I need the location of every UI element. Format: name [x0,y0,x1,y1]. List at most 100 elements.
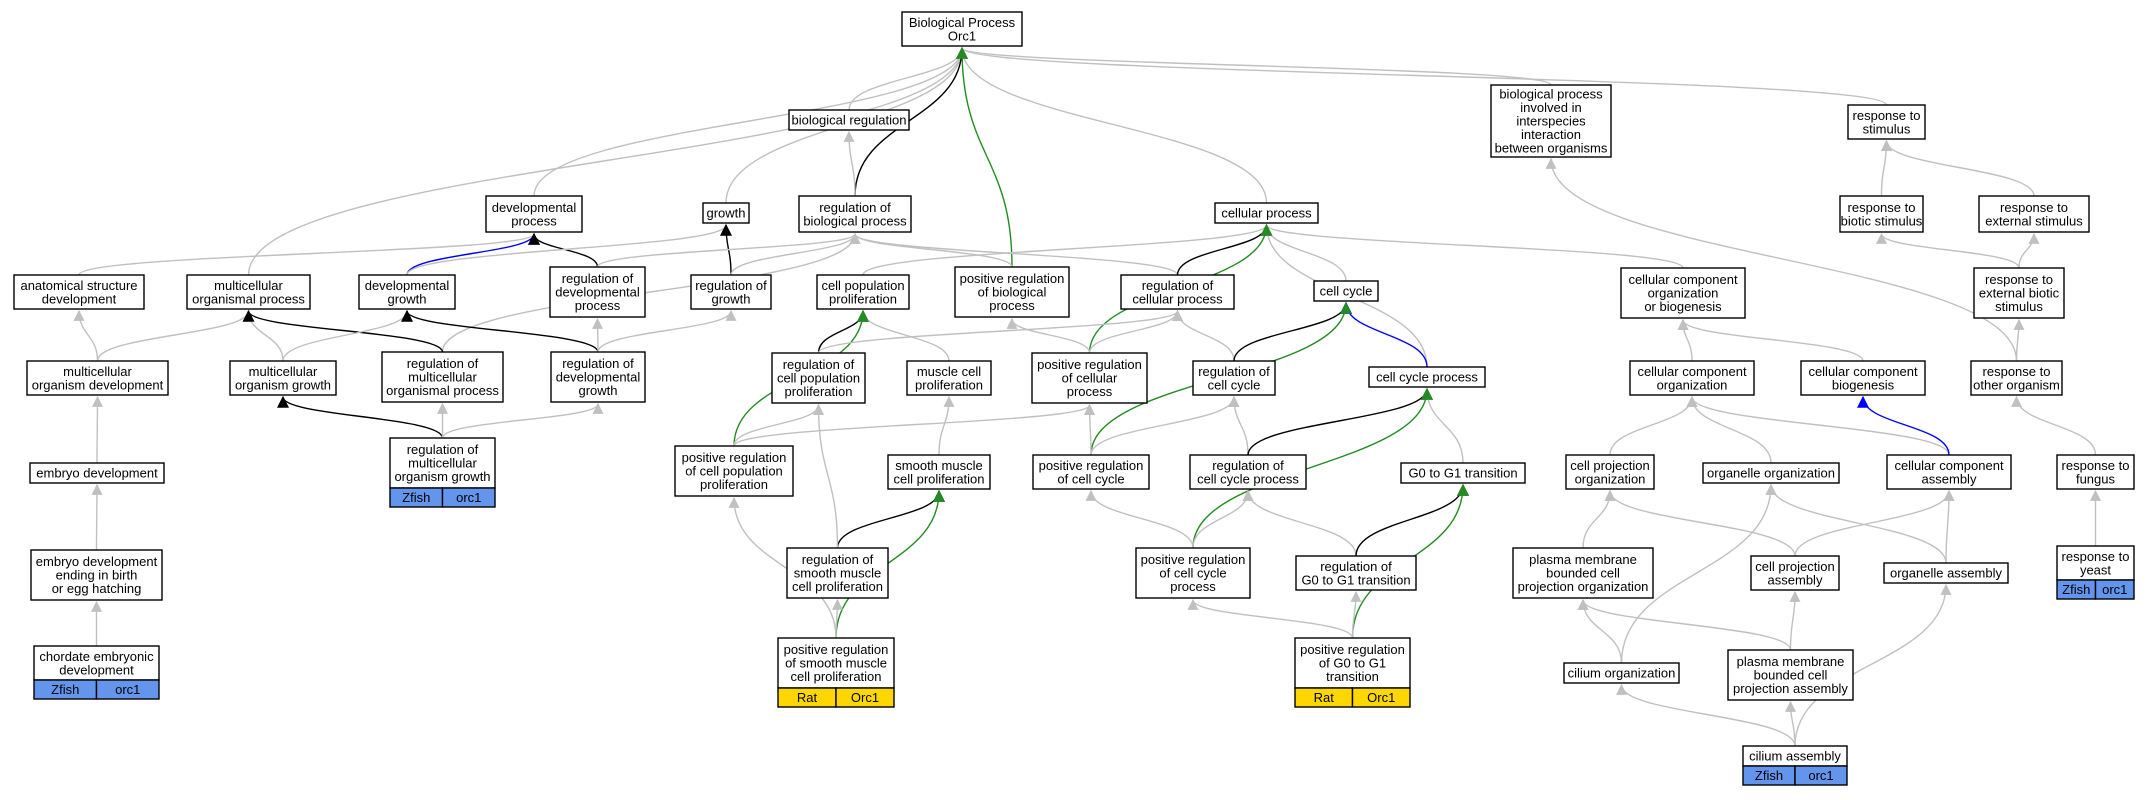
node-box [1120,274,1235,310]
edge-regulation-of-developmental-process-to-regulation-of-biological-process [596,232,861,268]
node-box [29,462,165,484]
node-box [1883,562,2009,584]
node-label-line: assembly [1768,572,1823,587]
node-box [1620,267,1746,319]
node-box [786,547,889,599]
node-organelle-organization[interactable]: organelle organization [1702,462,1840,484]
edge-cell-cycle-to-cellular-process [1261,223,1347,282]
node-label-line: interspecies [1516,114,1586,129]
edge-regulation-of-multicellular-organismal-process-to-multicellular-organismal-process [242,309,444,353]
node-label-line: organism growth [235,377,331,392]
node-label-line: multicellular [249,364,318,379]
node-embryo-development[interactable]: embryo development [29,462,165,484]
node-label-line: positive regulation [1039,458,1144,473]
node-label-line: yeast [2080,562,2111,577]
node-label-line: bounded cell [1546,566,1620,581]
node-box [771,352,866,404]
node-cell-cycle-process[interactable]: cell cycle process [1368,366,1486,388]
node-label-line: response to [1848,200,1916,215]
node-label-line: stimulus [1995,299,2043,314]
node-label-line: multicellular [63,364,132,379]
edge-anatomical-structure-development-to-developmental-process [78,232,540,276]
node-label-line: response to [2062,549,2130,564]
species-label: Rat [1314,690,1335,705]
node-g0-to-g1-transition[interactable]: G0 to G1 transition [1400,462,1526,484]
node-growth[interactable]: growth [702,202,750,224]
node-box [1192,360,1276,396]
gene-tag [1351,687,1411,708]
gene-tag [2094,579,2135,600]
node-cell-cycle[interactable]: cell cycle [1313,280,1379,302]
edge-response-to-external-stimulus-to-response-to-stimulus [1881,139,2035,197]
edge-plasma-membrane-bounded-cell-projection-assembly-to-cell-projection-assembly [1789,590,1801,651]
node-biological-regulation[interactable]: biological regulation [788,109,910,131]
node-label-line: stimulus [1863,121,1911,136]
node-label-line: regulation of [1212,458,1284,473]
node-label-line: bounded cell [1754,668,1828,683]
node-box [1295,555,1417,591]
node-label-line: organelle assembly [1890,566,2003,581]
node-cellular-process[interactable]: cellular process [1214,202,1319,224]
node-label-line: projection assembly [1733,681,1848,696]
node-label-line: of G0 to G1 [1319,656,1386,671]
node-organelle-assembly[interactable]: organelle assembly [1883,562,2009,584]
node-label-line: regulation of [407,356,479,371]
edge-regulation-of-cell-cycle-process-to-regulation-of-cell-cycle [1228,395,1249,456]
edge-regulation-of-g0-to-g1-transition-to-regulation-of-cell-cycle-process [1242,489,1357,557]
node-cilium-organization[interactable]: cilium organization [1563,662,1680,684]
edge-cell-projection-organization-to-cellular-component-organization [1609,395,1698,456]
node-label-line: of cell cycle [1159,566,1226,581]
node-label-line: Orc1 [948,28,976,43]
node-box [1031,352,1148,404]
node-label-line: proliferation [700,477,768,492]
